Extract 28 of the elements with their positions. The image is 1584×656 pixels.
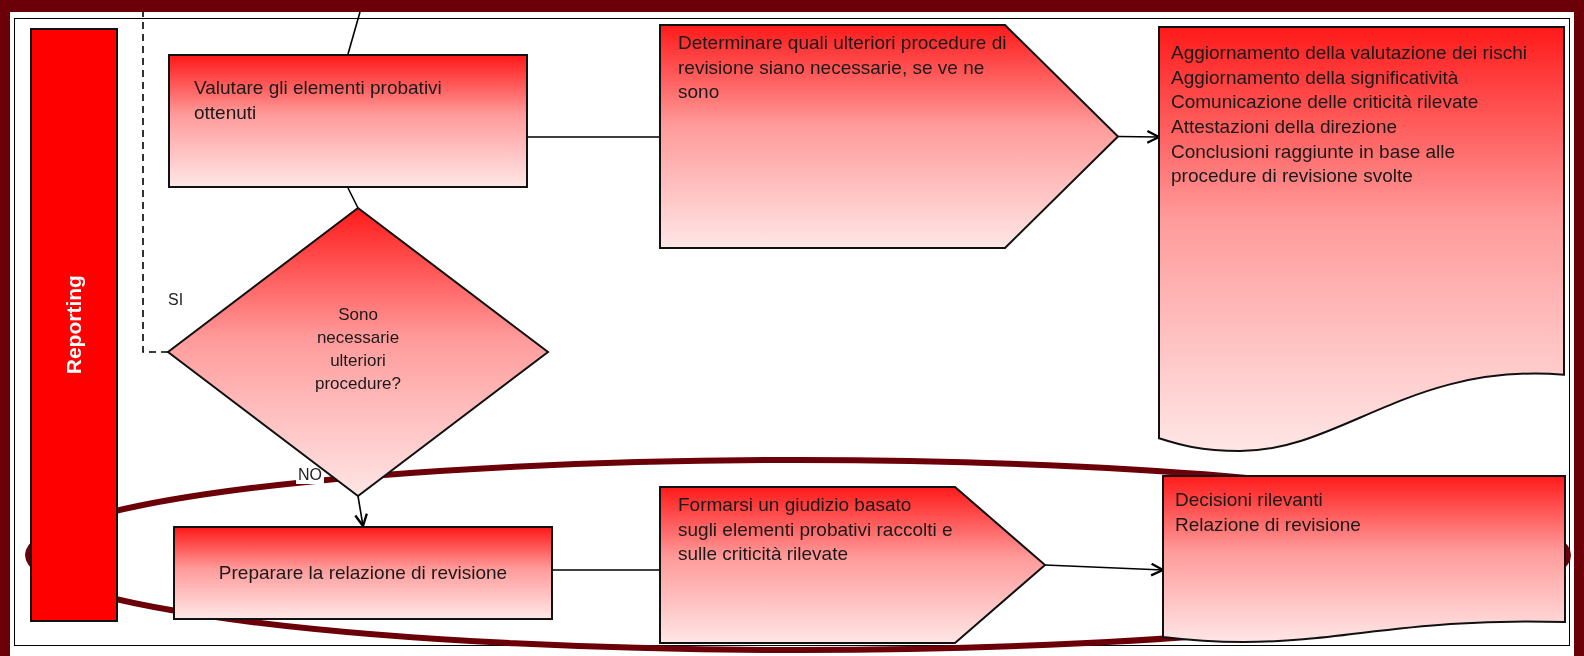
- connector: [527, 136, 661, 138]
- node-text: Aggiornamento della significatività: [1171, 65, 1460, 90]
- connector: [552, 569, 661, 571]
- node-text: Decisioni rilevanti: [1175, 488, 1324, 512]
- node-text: Preparare la relazione di revisione: [217, 560, 509, 585]
- decision-diamond: [168, 208, 548, 496]
- document-shape: [1163, 476, 1565, 642]
- connector: [347, 187, 359, 209]
- node-text: Determinare quali ulteriori procedure di revisione siano necessarie, se ve ne sono: [678, 31, 1008, 105]
- node-text: Valutare gli elementi probativi ottenuti: [194, 76, 443, 125]
- node-text: Attestazioni della direzione: [1171, 115, 1399, 140]
- connector: [354, 495, 368, 528]
- connector: [347, 11, 361, 55]
- node-text: Comunicazione delle criticità rilevate: [1171, 90, 1480, 115]
- node-text: Conclusioni raggiunte in base alle procedure di revisione svolte: [1171, 139, 1457, 189]
- edge-label: NO: [296, 466, 324, 484]
- connector: [142, 11, 169, 353]
- node-text: Formarsi un giudizio basato sugli elementi probativi raccolti e sulle criticità rilevate: [678, 493, 954, 567]
- node-text: Aggiornamento della valutazione dei rischi: [1171, 41, 1528, 65]
- lane-title: Reporting: [61, 275, 87, 375]
- process-box: [168, 54, 528, 188]
- node-text: Relazione di revisione: [1175, 512, 1362, 537]
- process-pentagon: [660, 25, 1118, 248]
- lane-band: [30, 28, 118, 622]
- node-text: Sono necessarie ulteriori procedure?: [314, 304, 402, 395]
- process-pentagon: [660, 487, 1045, 643]
- document-shape: [1159, 27, 1564, 451]
- process-box: [173, 526, 553, 620]
